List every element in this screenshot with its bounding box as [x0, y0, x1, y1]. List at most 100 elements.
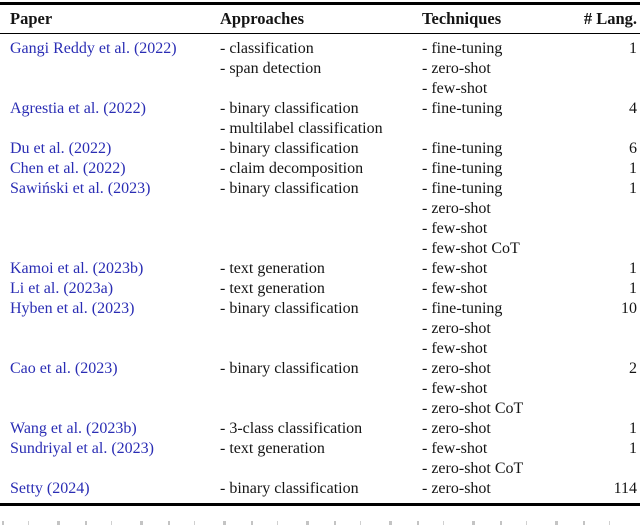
approaches-cell: - binary classification: [220, 299, 422, 359]
paper-citation-link[interactable]: Setty (2024): [10, 479, 90, 497]
approaches-cell: - text generation: [220, 259, 422, 279]
paper-cell: Kamoi et al. (2023b): [0, 259, 220, 279]
approach-item: - span detection: [220, 59, 322, 77]
techniques-cell: - few-shot: [422, 259, 554, 279]
num-languages-cell: 114: [554, 479, 640, 503]
num-languages-value: 1: [629, 439, 637, 457]
approach-item: - binary classification: [220, 139, 359, 157]
paper-citation-link[interactable]: Sundriyal et al. (2023): [10, 439, 154, 457]
technique-item: - few-shot: [422, 79, 488, 97]
survey-table-figure: Paper Approaches Techniques # Lang. Gang…: [0, 2, 640, 506]
paper-citation-link[interactable]: Chen et al. (2022): [10, 159, 126, 177]
table-row: Kamoi et al. (2023b) - text generation - f…: [0, 259, 640, 279]
num-languages-cell: 2: [554, 359, 640, 419]
paper-citation-line: Du et al. (2022): [10, 139, 220, 159]
paper-cell: Sawiński et al. (2023): [0, 179, 220, 259]
approaches-cell: - binary classification: [220, 139, 422, 159]
table-row: Setty (2024)- binary classification- zer…: [0, 479, 640, 503]
paper-citation-link[interactable]: Hyben et al. (2023): [10, 299, 135, 317]
cropped-caption-fragment: [2, 521, 638, 525]
paper-cell: Du et al. (2022): [0, 139, 220, 159]
table-bottom-rule: [0, 502, 640, 506]
paper-citation-link[interactable]: Agrestia et al. (2022): [10, 99, 146, 117]
approach-item: - binary classification: [220, 99, 359, 117]
paper-citation-line: Sawiński et al. (2023): [10, 179, 220, 199]
technique-item: - few-shot: [422, 279, 488, 297]
technique-item: - fine-tuning: [422, 99, 503, 117]
paper-citation-link[interactable]: Du et al. (2022): [10, 139, 112, 157]
approach-item: - text generation: [220, 279, 325, 297]
num-languages-value: 6: [629, 139, 637, 157]
paper-cell: Wang et al. (2023b): [0, 419, 220, 439]
techniques-cell: - fine-tuning: [422, 99, 554, 139]
paper-citation-link[interactable]: Gangi Reddy et al. (2022): [10, 39, 177, 57]
paper-citation-link[interactable]: Li et al. (2023a): [10, 279, 114, 297]
column-header-paper: Paper: [0, 5, 220, 34]
approach-item: - 3-class classification: [220, 419, 363, 437]
approach-item: - binary classification: [220, 359, 359, 377]
approach-item: - binary classification: [220, 179, 359, 197]
paper-cell: Chen et al. (2022): [0, 159, 220, 179]
approaches-cell: - binary classification: [220, 359, 422, 419]
num-languages-cell: 1: [554, 159, 640, 179]
paper-citation-link[interactable]: Sawiński et al. (2023): [10, 179, 151, 197]
table-row: Sundriyal et al. (2023)- text generation…: [0, 439, 640, 479]
table-body: Gangi Reddy et al. (2022) - classificatio…: [0, 33, 640, 503]
technique-item: - few-shot: [422, 219, 488, 237]
techniques-cell: - fine-tuning- zero-shot- few-shot: [422, 299, 554, 359]
num-languages-cell: 1: [554, 439, 640, 479]
paper-cell: Cao et al. (2023): [0, 359, 220, 419]
table-row: Gangi Reddy et al. (2022) - classificatio…: [0, 33, 640, 99]
table-row: Li et al. (2023a) - text generation - few-…: [0, 279, 640, 299]
num-languages-value: 10: [621, 299, 637, 317]
approach-item: - multilabel classification: [220, 119, 383, 137]
num-languages-value: 1: [629, 159, 637, 177]
paper-citation-line: Li et al. (2023a): [10, 279, 220, 299]
survey-table: Paper Approaches Techniques # Lang. Gang…: [0, 5, 640, 503]
paper-citation-line: Cao et al. (2023): [10, 359, 220, 379]
techniques-cell: - fine-tuning- zero-shot- few-shot- few-…: [422, 179, 554, 259]
technique-item: - fine-tuning: [422, 39, 503, 57]
table-row: Cao et al. (2023) - binary classification…: [0, 359, 640, 419]
paper-citation-link[interactable]: Wang et al. (2023b): [10, 419, 137, 437]
technique-item: - few-shot CoT: [422, 239, 520, 257]
techniques-cell: - fine-tuning: [422, 139, 554, 159]
column-header-techniques: Techniques: [422, 5, 554, 34]
techniques-cell: - few-shot - zero-shot CoT: [422, 439, 554, 479]
table-top-rule: [0, 2, 640, 5]
approaches-cell: - binary classification: [220, 479, 422, 503]
techniques-cell: - fine-tuning - zero-shot - few-shot: [422, 33, 554, 99]
num-languages-value: 2: [629, 359, 637, 377]
technique-item: - fine-tuning: [422, 179, 503, 197]
table-row: Agrestia et al. (2022) - binary classific…: [0, 99, 640, 139]
paper-citation-line: Hyben et al. (2023): [10, 299, 220, 319]
table-row: Du et al. (2022) - binary classification -…: [0, 139, 640, 159]
approaches-cell: - classification- span detection: [220, 33, 422, 99]
technique-item: - zero-shot CoT: [422, 399, 524, 417]
technique-item: - zero-shot: [422, 419, 491, 437]
techniques-cell: - fine-tuning: [422, 159, 554, 179]
paper-cell: Sundriyal et al. (2023): [0, 439, 220, 479]
num-languages-value: 1: [629, 259, 637, 277]
paper-cell: Agrestia et al. (2022): [0, 99, 220, 139]
paper-citation-line: Chen et al. (2022): [10, 159, 220, 179]
approaches-cell: - claim decomposition: [220, 159, 422, 179]
technique-item: - zero-shot CoT: [422, 459, 524, 477]
num-languages-cell: 1: [554, 179, 640, 259]
table-header: Paper Approaches Techniques # Lang.: [0, 5, 640, 34]
approaches-cell: - text generation: [220, 279, 422, 299]
paper-cell: Setty (2024): [0, 479, 220, 503]
approach-item: - text generation: [220, 259, 325, 277]
technique-item: - zero-shot: [422, 59, 491, 77]
paper-citation-line: Agrestia et al. (2022): [10, 99, 220, 119]
table-row: Chen et al. (2022) - claim decomposition-…: [0, 159, 640, 179]
column-header-approaches: Approaches: [220, 5, 422, 34]
paper-citation-link[interactable]: Kamoi et al. (2023b): [10, 259, 144, 277]
approaches-cell: - binary classification - multilabel clas…: [220, 99, 422, 139]
num-languages-value: 1: [629, 39, 637, 57]
technique-item: - zero-shot: [422, 359, 491, 377]
num-languages-value: 1: [629, 179, 637, 197]
paper-citation-link[interactable]: Cao et al. (2023): [10, 359, 118, 377]
technique-item: - few-shot: [422, 439, 488, 457]
techniques-cell: - zero-shot: [422, 419, 554, 439]
